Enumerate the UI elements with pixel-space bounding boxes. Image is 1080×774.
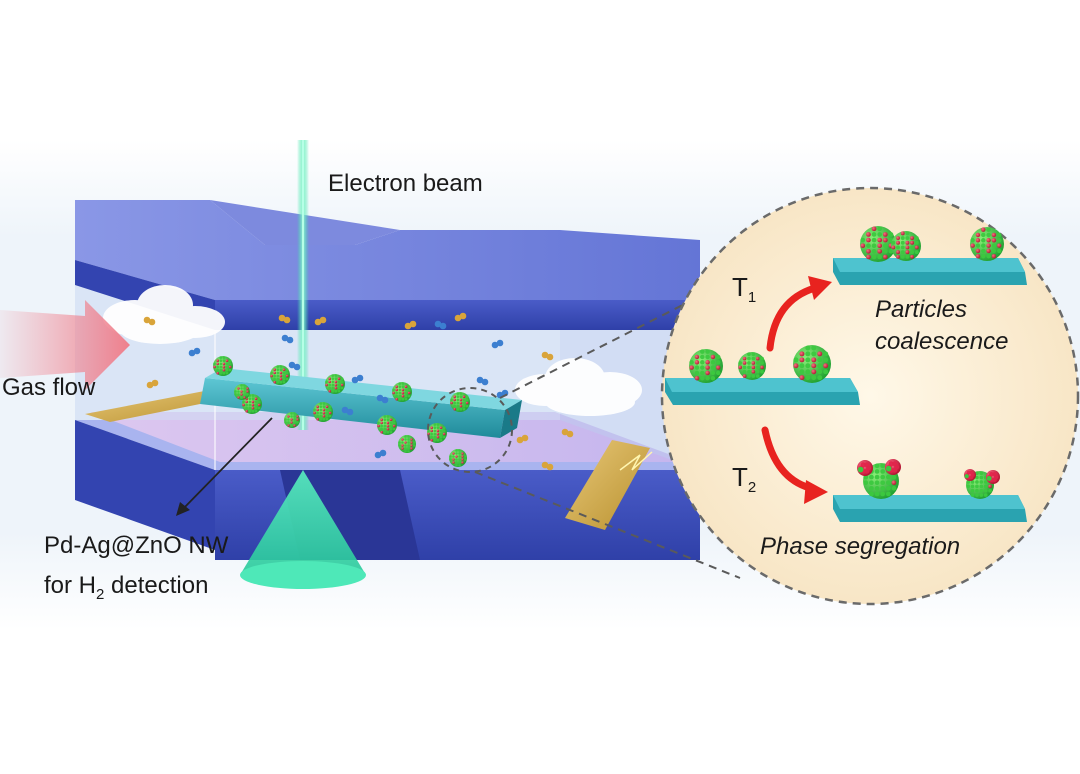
segregated-particle-icon bbox=[857, 459, 901, 499]
nanowire-label-prefix: for H bbox=[44, 572, 97, 599]
red-cluster bbox=[857, 460, 873, 476]
red-cluster bbox=[964, 469, 976, 481]
gas-molecule-icon bbox=[374, 449, 387, 459]
bottom-block-front bbox=[75, 420, 215, 550]
curved-arrow-head-t1 bbox=[808, 276, 832, 300]
gas-molecule-icon bbox=[454, 312, 467, 322]
nanoparticle-icon bbox=[270, 365, 290, 385]
nanowire-pointer-arrowhead bbox=[176, 502, 190, 516]
inset-particles bbox=[689, 226, 1004, 499]
nanoparticle-icon bbox=[213, 356, 233, 376]
gas-flow-arrow-icon bbox=[0, 300, 130, 390]
gas-molecule-icon bbox=[281, 334, 294, 344]
gas-molecule-icon bbox=[476, 376, 489, 386]
t2-label: T2 bbox=[732, 462, 756, 496]
t1-sub: 1 bbox=[747, 289, 757, 307]
gas-molecule-icon bbox=[351, 374, 364, 384]
zoom-region-ellipse bbox=[427, 387, 513, 473]
initial-particle-icon bbox=[689, 349, 723, 383]
gas-molecule-icon bbox=[516, 434, 529, 444]
gas-molecule-icon bbox=[143, 316, 156, 326]
t1-main: T bbox=[732, 272, 748, 302]
initial-particle-icon bbox=[793, 345, 831, 383]
nanoparticle-icon bbox=[234, 384, 250, 400]
segregated-particle-icon bbox=[964, 469, 1000, 499]
nanoparticle-icon bbox=[242, 394, 262, 414]
zoom-line-bottom bbox=[474, 471, 741, 579]
gas-molecule-icon bbox=[341, 406, 354, 416]
top-block-top bbox=[75, 200, 700, 300]
coalesced-particle-icon bbox=[891, 231, 921, 261]
gas-molecule-icon bbox=[146, 379, 159, 389]
nanoparticle-icon bbox=[284, 412, 300, 428]
coalesced-particle-icon bbox=[970, 227, 1004, 261]
nanowire-pointer-arrow bbox=[179, 417, 273, 513]
nanowire-label-sub: 2 bbox=[96, 585, 105, 603]
gas-molecule-icon bbox=[376, 394, 389, 404]
curved-arrow-icon-t1 bbox=[766, 284, 819, 352]
gas-molecule-icon bbox=[188, 347, 201, 357]
nanowire-label-suffix: detection bbox=[104, 572, 209, 599]
nanoparticle-icon bbox=[377, 415, 397, 435]
electron-beam-label: Electron beam bbox=[328, 170, 483, 197]
nanoparticle-icon bbox=[449, 449, 467, 467]
nanoparticle-icon bbox=[398, 435, 416, 453]
cloud-icon-left bbox=[103, 285, 225, 344]
nanoparticle-icon bbox=[325, 374, 345, 394]
nanowire-particles bbox=[213, 356, 470, 467]
red-cluster bbox=[986, 470, 1000, 484]
nanoparticle-icon bbox=[313, 402, 333, 422]
initial-particle-icon bbox=[738, 352, 766, 380]
gas-molecule-icon bbox=[561, 428, 574, 438]
diffraction-cone-icon bbox=[240, 470, 366, 575]
curved-arrow-icon-t2 bbox=[761, 426, 814, 492]
gas-molecule-icon bbox=[314, 316, 327, 326]
phase-segregation-label: Phase segregation bbox=[760, 533, 961, 560]
nanoparticle-icon bbox=[450, 392, 470, 412]
gas-molecule-icon bbox=[491, 339, 504, 349]
red-cluster bbox=[885, 459, 901, 475]
inset-zoom bbox=[660, 186, 1080, 606]
spark-icon bbox=[619, 451, 653, 471]
coalescence-label-line2: coalescence bbox=[875, 328, 1009, 355]
gas-molecules bbox=[143, 312, 574, 471]
coalesced-particle-icon bbox=[860, 226, 896, 262]
nanoparticle-icon bbox=[392, 382, 412, 402]
coalescence-label-line1: Particles bbox=[875, 296, 968, 323]
gas-flow-label: Gas flow bbox=[2, 374, 96, 401]
t2-main: T bbox=[732, 462, 748, 492]
curved-arrow-head-t2 bbox=[804, 480, 828, 504]
gas-molecule-icon bbox=[541, 461, 554, 471]
nanoparticle-icon bbox=[427, 423, 447, 443]
gas-molecule-icon bbox=[434, 320, 447, 330]
diffraction-cone-base bbox=[240, 561, 366, 589]
gas-molecule-icon bbox=[541, 351, 554, 361]
t1-label: T1 bbox=[732, 272, 756, 306]
nanowire-label-line2: for H2 detection bbox=[44, 572, 208, 603]
t2-sub: 2 bbox=[747, 479, 757, 497]
gas-molecule-icon bbox=[288, 361, 301, 371]
nanowire-label-line1: Pd-Ag@ZnO NW bbox=[44, 532, 229, 559]
gas-molecule-icon bbox=[278, 314, 291, 324]
gas-molecule-icon bbox=[404, 320, 417, 330]
